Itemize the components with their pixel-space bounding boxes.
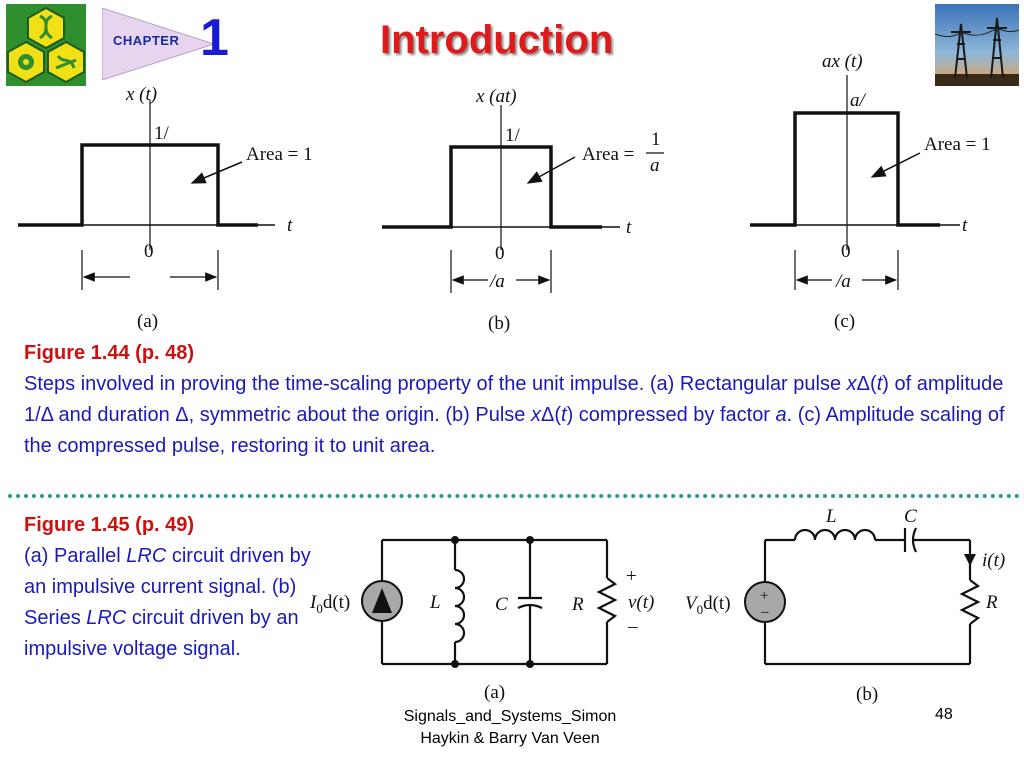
footer-source-line-1: Signals_and_Systems_Simon xyxy=(403,708,617,725)
caption-var: t xyxy=(561,404,567,426)
circuit-b-resistor-label: R xyxy=(985,592,998,613)
graph-c-width: /a xyxy=(835,271,851,292)
chapter-number: 1 xyxy=(200,9,229,67)
graph-b-origin: 0 xyxy=(495,243,505,264)
circuit-b-current: i(t) xyxy=(982,550,1005,571)
footer-source: Signals_and_Systems_Simon Haykin & Barry… xyxy=(360,706,660,750)
caption-text: circuit driven by an impulsive current s… xyxy=(24,545,311,629)
circuit-b-source-plus: + xyxy=(760,588,768,604)
graph-c-panel: (c) xyxy=(834,311,855,332)
caption-text: ) compressed by factor xyxy=(566,404,776,426)
circuit-figure: I0d(t) L C R + v(t) – (a) V0d(t) + – L C… xyxy=(309,506,1005,705)
caption-text: Δ( xyxy=(856,373,877,395)
circuit-a-minus: – xyxy=(627,616,638,637)
graph-c-origin: 0 xyxy=(841,241,851,262)
footer-source-line-2: Haykin & Barry Van Veen xyxy=(420,730,600,747)
graph-c-area: Area = 1 xyxy=(924,134,991,155)
graph-b-area-num: 1 xyxy=(651,129,661,150)
graph-a-amplitude: 1/ xyxy=(154,123,170,144)
caption-var: t xyxy=(876,373,883,395)
circuit-b-panel: (b) xyxy=(856,684,878,705)
caption-text: . (c) Amplitude scaling of the compresse… xyxy=(24,404,1005,457)
slide-title: Introduction xyxy=(380,18,614,62)
graph-a-area: Area = 1 xyxy=(246,144,313,165)
caption-var: LRC xyxy=(86,607,127,629)
graph-b-width: /a xyxy=(489,271,505,292)
graph-c-ylabel: ax (t) xyxy=(822,51,863,72)
graph-b-amplitude: 1/ xyxy=(505,125,521,146)
caption-var: LRC xyxy=(126,545,167,567)
caption-var: x xyxy=(846,373,857,395)
graph-b-ylabel: x (at) xyxy=(475,86,517,107)
graph-a-axis: t xyxy=(287,215,293,236)
graph-a-ylabel: x (t) xyxy=(125,84,157,105)
caption-text: circuit driven by an impulsive voltage s… xyxy=(24,607,299,660)
graph-c-axis: t xyxy=(962,215,968,236)
section-divider xyxy=(8,494,1020,498)
graph-a-origin: 0 xyxy=(144,241,154,262)
caption-text: Δ( xyxy=(540,404,561,426)
circuit-b-inductor-label: L xyxy=(825,506,837,527)
university-logo-icon xyxy=(6,4,86,86)
figure-1-44-caption: Figure 1.44 (p. 48) Steps involved in pr… xyxy=(24,338,1009,462)
circuit-b-source-minus: – xyxy=(760,604,769,620)
graph-b-panel: (b) xyxy=(488,313,510,334)
caption-text: Steps involved in proving the time-scali… xyxy=(24,373,847,395)
circuit-a-inductor-label: L xyxy=(429,592,441,613)
power-lines-photo-icon xyxy=(935,4,1019,86)
circuit-a-capacitor-label: C xyxy=(495,594,508,615)
circuit-a-panel: (a) xyxy=(484,682,505,703)
chapter-tag-shape xyxy=(102,8,214,80)
caption-text: ) of amplitude 1/Δ and duration Δ, symme… xyxy=(24,373,1004,426)
caption-var: x xyxy=(530,404,541,426)
chapter-label: CHAPTER xyxy=(113,33,180,48)
graph-c-amplitude: a/ xyxy=(850,90,867,111)
graph-a-panel: (a) xyxy=(137,311,158,332)
graph-b-area-prefix: Area = xyxy=(582,144,634,165)
figure-1-45-caption: Figure 1.45 (p. 49) (a) Parallel LRC cir… xyxy=(24,510,314,665)
circuit-a-plus: + xyxy=(626,566,637,587)
graph-b-area-den: a xyxy=(650,155,660,176)
caption-text: (a) Parallel xyxy=(24,545,127,567)
page-number: 48 xyxy=(935,706,953,723)
figure-1-45-label: Figure 1.45 (p. 49) xyxy=(24,514,195,536)
graph-b-axis: t xyxy=(626,217,632,238)
pulse-figure: x (t) 1/ Area = 1 t 0 (a) x (at) 1/ Area… xyxy=(18,51,991,334)
figure-1-44-label: Figure 1.44 (p. 48) xyxy=(24,342,195,364)
circuit-a-voltage: v(t) xyxy=(628,592,654,613)
caption-var: a xyxy=(775,404,787,426)
circuit-a-resistor-label: R xyxy=(571,594,584,615)
circuit-b-capacitor-label: C xyxy=(904,506,917,527)
circuit-b-source: V0d(t) xyxy=(685,593,731,617)
circuit-a-source: I0d(t) xyxy=(309,592,350,616)
